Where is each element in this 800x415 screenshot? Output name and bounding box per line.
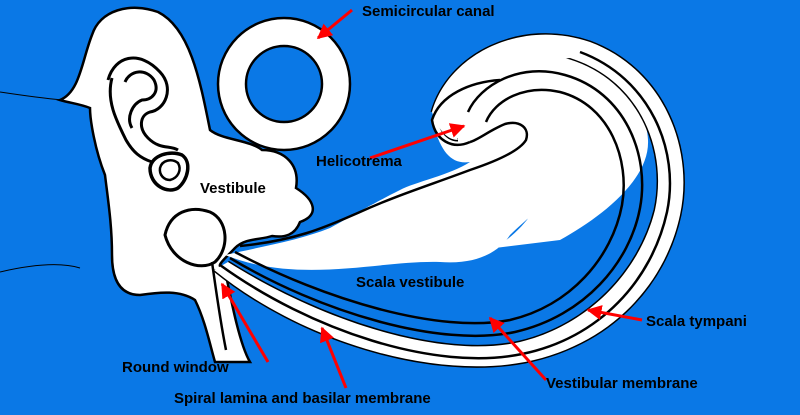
inner-duct-outline [123,70,158,129]
label-helicotrema: Helicotrema [316,153,403,170]
label-round-window: Round window [122,359,229,376]
label-spiral-lamina: Spiral lamina and basilar membrane [174,390,431,407]
vestibule-body [56,6,314,364]
spiral-lamina-line [219,50,672,360]
arrow-spiral-lamina [320,326,348,389]
helicotrema-hook [430,78,501,146]
scala-vestibule-edge [239,121,529,248]
left-thread-line [0,264,81,273]
semicircular-canal-ring [216,16,352,152]
vestibule-lower-lobe [163,207,227,268]
vestibular-membrane-line [229,70,644,338]
label-scala-tympani: Scala tympani [646,313,747,330]
label-semicircular-canal: Semicircular canal [362,3,495,20]
label-vestibular-membrane: Vestibular membrane [546,375,698,392]
label-scala-vestibule: Scala vestibule [356,274,464,291]
arrow-vestibular-membrane [488,316,548,382]
label-vestibule: Vestibule [200,180,266,197]
cochlea-fill-outer [214,34,684,367]
arrow-helicotrema [369,123,466,160]
cochlea-outer-wall [225,51,649,270]
arrow-semicircular-canal [316,8,353,40]
inner-duct-outline [106,56,179,164]
vestibular-membrane-line [234,88,625,325]
utricle-outline [148,151,190,192]
utricle-inner [158,159,181,182]
arrow-scala-tympani [586,305,643,322]
round-window-edge [210,261,228,351]
left-thread-line [0,91,63,101]
arrow-round-window [220,282,270,363]
